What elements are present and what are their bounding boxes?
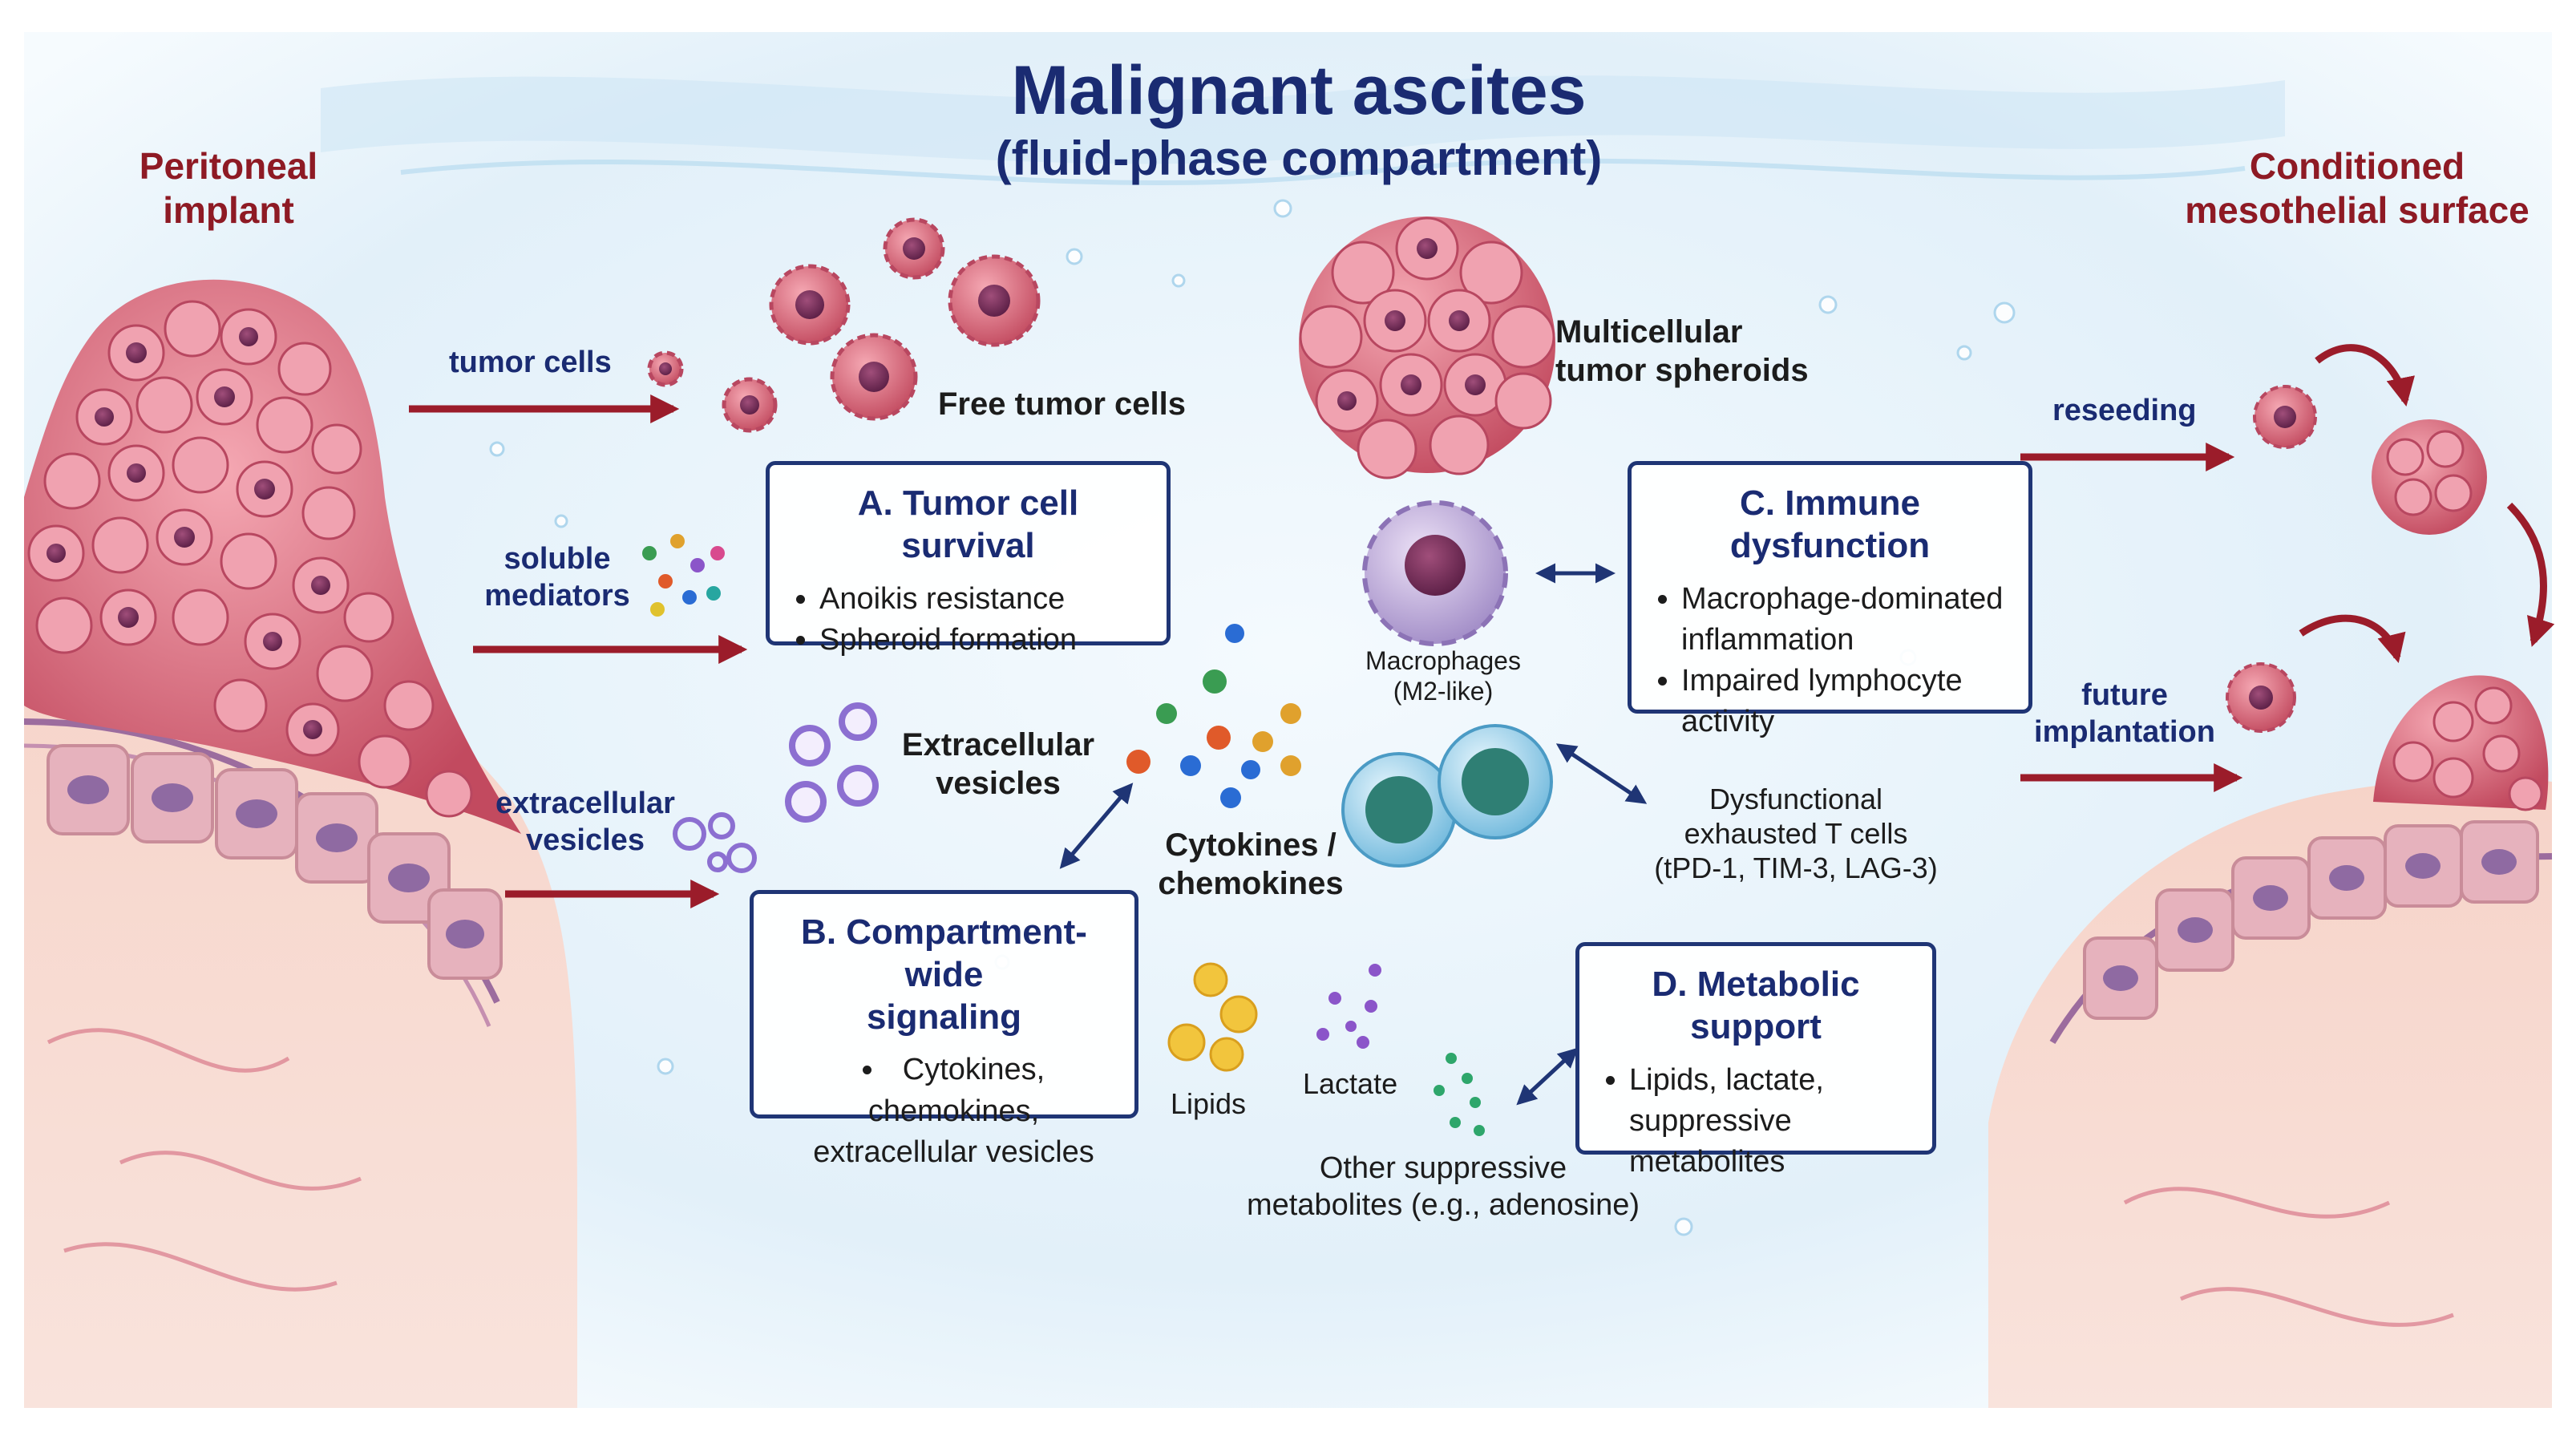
free-tumor-cell-nuclei [659,237,1010,415]
tumor-spheroid [1299,216,1555,479]
box-d-metabolic-support: D. Metabolic support Lipids, lactate,sup… [1575,942,1936,1179]
tumor-implant-mass [24,279,521,834]
soluble-mediator-dots [642,534,725,617]
macrophage-cell [1362,500,1508,646]
box-b-item: extracellular vesicles [813,1135,1094,1169]
lactate-label: Lactate [1303,1067,1398,1100]
box-b-list: Cytokines, chemokines, extracellular ves… [776,1050,1112,1173]
tcell-label-arrow [1555,743,1648,804]
vesicle-cluster-left [673,812,757,873]
reseeding-loop-arrow [2506,502,2555,647]
outflow-arrows [2020,344,2555,792]
exhausted-t-cells [1341,724,1553,868]
box-a-tumor-cell-survival: A. Tumor cell survival Anoikis resistanc… [766,461,1171,657]
box-a-item: Anoikis resistance [819,579,1144,620]
lipids-label: Lipids [1171,1087,1247,1120]
box-d-title: D. Metabolic support [1652,965,1860,1046]
new-implant-cluster [2373,675,2549,811]
inflow-arrows [409,394,748,908]
diagram-subtitle: (fluid-phase compartment) [995,131,1603,185]
diagram-title: Malignant ascites [1011,52,1587,129]
vesicle-cluster-center [785,702,879,823]
cytokine-signaling-arrow [1059,783,1134,869]
interaction-arrows [1059,563,1648,1106]
box-a-item: Spheroid formation [819,620,1144,661]
lactate-molecules [1316,964,1381,1049]
box-c-title: C. Immune dysfunction [1729,483,1931,565]
lipid-droplets [1167,962,1258,1072]
box-c-immune-dysfunction: C. Immune dysfunction Macrophage-dominat… [1628,461,2032,738]
metabolite-support-arrow [1516,1047,1579,1106]
fluid-surface-wave [321,75,2285,164]
cytokines-chemokines-label: Cytokines /chemokines [1158,827,1344,901]
reseeding-curve-arrow [2315,344,2415,407]
tumor-cells-flow-label: tumor cells [449,346,612,379]
implantation-curve-arrow [2299,614,2406,663]
macrophages-label: Macrophages(M2-like) [1365,646,1521,706]
fluid-ripple-line [400,158,2246,185]
box-a-title: A. Tumor cell survival [857,483,1079,565]
box-a-list: Anoikis resistance Spheroid formation [792,579,1144,661]
free-tumor-cells-label: Free tumor cells [938,386,1187,422]
reseeding-flow-label: reseeding [2052,394,2197,427]
mesothelial-tissue-right [1988,778,2553,1408]
suppressive-metabolite-dots [1434,1053,1485,1136]
box-b-item: Cytokines, chemokines, [795,1050,1112,1132]
reseeding-cells [2226,385,2487,733]
cytokine-dots [1126,624,1301,808]
